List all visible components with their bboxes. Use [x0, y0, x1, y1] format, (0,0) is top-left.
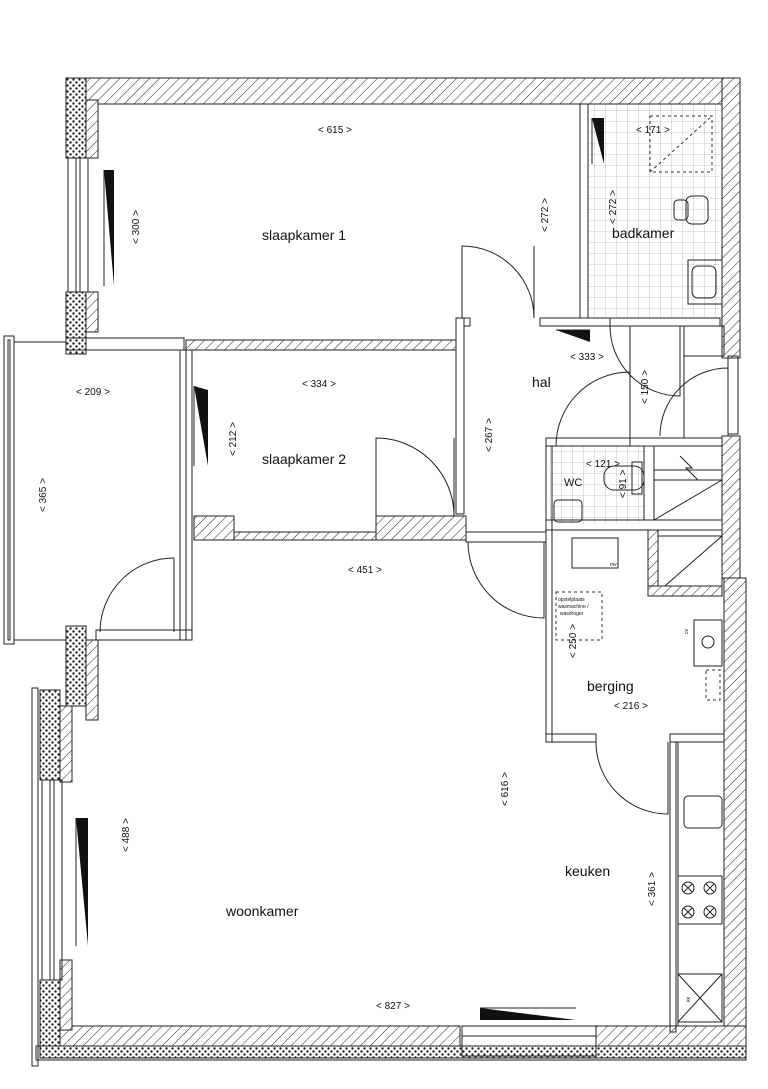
kk-label: kk — [686, 997, 692, 1003]
wc-tiles — [550, 446, 646, 524]
dim-212: < 212 > — [228, 422, 239, 456]
dim-272-bedroom: < 272 > — [540, 198, 551, 232]
fixtures — [553, 115, 723, 1026]
dim-827: < 827 > — [376, 1001, 410, 1012]
washer-label-3: wasdroger — [560, 611, 584, 617]
room-wc: WC — [564, 477, 582, 489]
cv-label: cv — [684, 629, 690, 635]
room-badkamer: badkamer — [612, 225, 675, 241]
dim-334: < 334 > — [302, 379, 336, 390]
dim-150: < 150 > — [640, 370, 651, 404]
room-labels: slaapkamer 1 badkamer hal slaapkamer 2 W… — [225, 225, 675, 919]
dim-333: < 333 > — [570, 352, 604, 363]
dim-488: < 488 > — [121, 818, 132, 852]
windows — [41, 118, 604, 1057]
dim-615: < 615 > — [318, 125, 352, 136]
dim-216: < 216 > — [614, 701, 648, 712]
room-hal: hal — [532, 374, 551, 390]
outer-walls — [31, 77, 747, 1067]
dim-616: < 616 > — [500, 772, 511, 806]
dim-300: < 300 > — [131, 210, 142, 244]
dim-209: < 209 > — [76, 387, 110, 398]
dimension-labels: < 615 > < 171 > < 272 > < 272 > < 300 > … — [38, 125, 670, 1012]
dim-451: < 451 > — [348, 565, 382, 576]
washer-label-2: wasmachine / — [558, 604, 589, 610]
balcony — [3, 335, 193, 645]
washer-label-1: opstelplaats — [558, 597, 585, 603]
doors — [99, 245, 729, 815]
dim-91: < 91 > — [618, 469, 629, 498]
dim-267: < 267 > — [484, 418, 495, 452]
dim-121: < 121 > — [586, 459, 620, 470]
dim-171: < 171 > — [636, 125, 670, 136]
room-slaapkamer-1: slaapkamer 1 — [262, 227, 346, 243]
dim-365: < 365 > — [38, 478, 49, 512]
room-slaapkamer-2: slaapkamer 2 — [262, 451, 346, 467]
annotations: opstelplaats wasmachine / wasdroger cv m… — [558, 562, 692, 1002]
room-berging: berging — [587, 678, 634, 694]
interior-walls — [179, 103, 739, 1033]
mv-label: mv — [610, 562, 617, 568]
room-keuken: keuken — [565, 863, 610, 879]
dim-361: < 361 > — [647, 872, 658, 906]
bathroom-tiles — [588, 104, 720, 318]
dim-250: < 250 > — [568, 624, 579, 658]
room-woonkamer: woonkamer — [225, 903, 299, 919]
dim-272-bath: < 272 > — [608, 190, 619, 224]
